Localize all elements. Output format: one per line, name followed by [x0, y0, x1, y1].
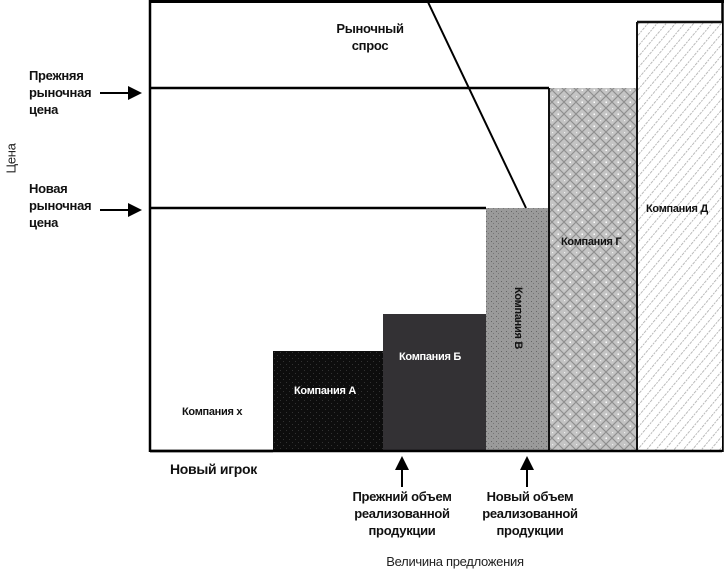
bar-company-v: [486, 208, 549, 451]
new-volume-label: Новый объем реализованной продукции: [470, 488, 590, 539]
old-price-label-line-2: рыночная: [29, 85, 92, 100]
label-company-v: Компания В: [512, 286, 524, 349]
label-company-b: Компания Б: [399, 351, 461, 363]
old-market-price-label: Прежняя рыночная цена: [29, 67, 92, 118]
label-company-a: Компания А: [294, 385, 357, 397]
new-volume-label-line-1: Новый объем: [486, 489, 574, 504]
new-volume-label-line-3: продукции: [496, 523, 564, 538]
new-price-label-line-1: Новая: [29, 181, 68, 196]
old-price-label-line-1: Прежняя: [29, 68, 84, 83]
bar-company-a-texture: [273, 351, 383, 451]
new-volume-label-line-2: реализованной: [482, 506, 578, 521]
x-axis-label: Величина предложения: [386, 554, 524, 569]
y-axis-label: Цена: [3, 143, 19, 174]
new-price-label-line-2: рыночная: [29, 198, 92, 213]
old-volume-label-line-2: реализованной: [354, 506, 450, 521]
old-volume-label-line-1: Прежний объем: [352, 489, 452, 504]
bar-company-d: [637, 22, 722, 451]
new-player-label: Новый игрок: [170, 461, 257, 477]
old-price-label-line-3: цена: [29, 102, 59, 117]
old-volume-arrow: [395, 456, 409, 487]
old-volume-label-line-3: продукции: [368, 523, 436, 538]
old-price-arrow: [100, 86, 142, 100]
new-volume-arrow: [520, 456, 534, 487]
bar-company-b: [383, 314, 486, 451]
label-company-g: Компания Г: [561, 236, 622, 248]
bar-company-g: [549, 88, 637, 451]
old-volume-label: Прежний объем реализованной продукции: [330, 488, 474, 539]
new-market-price-label: Новая рыночная цена: [29, 180, 92, 231]
new-price-label-line-3: цена: [29, 215, 59, 230]
market-demand-line: [426, 0, 527, 209]
label-company-d: Компания Д: [646, 203, 708, 215]
market-demand-label: Рыночный спрос: [336, 21, 404, 53]
new-price-arrow: [100, 203, 142, 217]
label-company-x: Компания х: [182, 406, 243, 418]
